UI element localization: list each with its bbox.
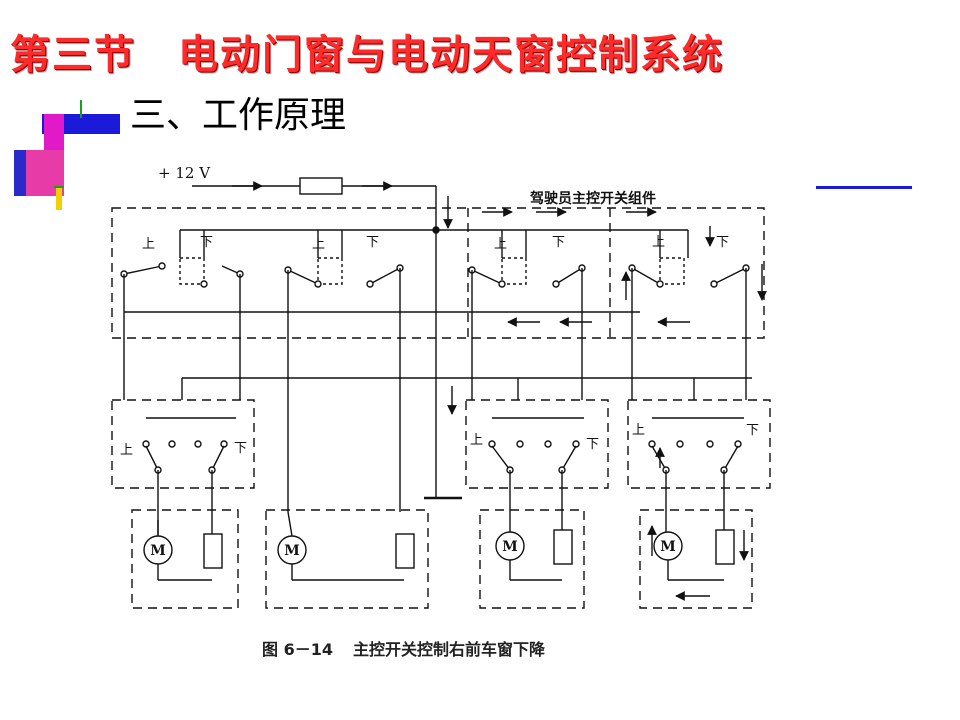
motor-label: M (502, 539, 518, 555)
motor-box (479, 509, 585, 609)
slide-title: 第三节 电动门窗与电动天窗控制系统 (10, 32, 724, 78)
up-label: 上 (120, 443, 133, 458)
motor-box (131, 509, 239, 609)
down-label: 下 (586, 437, 599, 452)
up-label: 上 (312, 237, 325, 252)
deco-blue-underline (816, 186, 912, 189)
motor-label: M (284, 543, 300, 559)
passenger-switch-box (111, 399, 255, 489)
motor-box (639, 509, 753, 609)
deco-green-tick (54, 186, 64, 188)
down-label: 下 (366, 235, 379, 250)
passenger-switch-box (627, 399, 771, 489)
down-label: 下 (716, 235, 729, 250)
motor-icon (143, 520, 223, 581)
deco-yellow-bar (56, 188, 62, 210)
up-label: 上 (142, 237, 155, 252)
down-label: 下 (552, 235, 565, 250)
figure-caption: 图 6－14 主控开关控制右前车窗下降 (262, 636, 682, 660)
fuse (299, 177, 343, 195)
passenger-switch-box (465, 399, 609, 489)
figure-number: 图 6－14 (262, 640, 333, 659)
switch-icon (628, 230, 750, 400)
motor-icon (653, 529, 735, 581)
motor-icon (495, 529, 573, 581)
group-label: 驾驶员主控开关组件 (529, 190, 656, 207)
switch-icon (648, 417, 744, 540)
up-label: 上 (470, 433, 483, 448)
motor-label: M (660, 539, 676, 555)
switch-icon (284, 230, 404, 512)
deco-green-line (80, 100, 82, 118)
switch-icon (142, 417, 236, 540)
motor-box (265, 509, 429, 609)
motor-icon (277, 511, 415, 581)
supply-label: + 12 V (158, 164, 211, 182)
up-label: 上 (652, 235, 665, 250)
deco-blue-stripe (14, 150, 26, 196)
down-label: 下 (200, 235, 213, 250)
down-label: 下 (234, 441, 247, 456)
switch-icon (468, 230, 586, 400)
up-label: 上 (632, 423, 645, 438)
slide-subtitle: 三、工作原理 (130, 95, 347, 136)
motor-label: M (150, 543, 166, 559)
switch-icon (120, 230, 244, 400)
switch-icon (488, 417, 584, 540)
caption-text: 主控开关控制右前车窗下降 (352, 640, 545, 659)
up-label: 上 (494, 237, 507, 252)
down-label: 下 (746, 423, 759, 438)
